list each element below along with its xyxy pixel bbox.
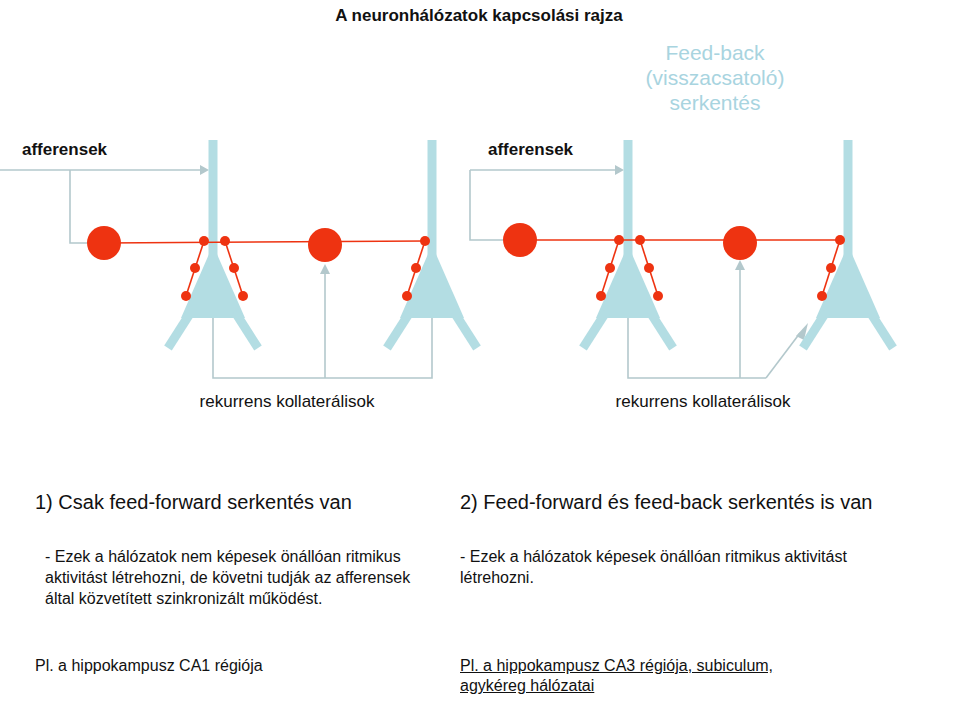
case-description: - Ezek a hálózatok képesek önállóan ritm…: [460, 547, 890, 589]
synapse-heads: [200, 165, 808, 340]
afferent-fiber: [470, 169, 621, 171]
interneuron: [503, 223, 537, 257]
afferent-label: afferensek: [488, 140, 573, 160]
interneuron: [308, 228, 342, 262]
synapse-head: [735, 260, 745, 270]
collateral-to-interneuron: [739, 268, 741, 378]
pyramidal-cell: [387, 140, 477, 348]
interneuron: [87, 226, 121, 260]
collateral-to-interneuron: [324, 272, 326, 378]
fibers: [0, 170, 800, 378]
afferent-fiber: [0, 169, 206, 171]
pyramidal-cell: [168, 140, 258, 348]
case-heading: 2) Feed-forward és feed-back serkentés i…: [460, 490, 872, 514]
feedback-heading: Feed-back (visszacsatoló) serkentés: [625, 40, 805, 116]
case-heading: 1) Csak feed-forward serkentés van: [35, 490, 352, 514]
collateral-label: rekurrens kollaterálisok: [616, 392, 791, 412]
synapse-head: [615, 165, 624, 175]
example-note: Pl. a hippokampusz CA3 régiója, subiculu…: [460, 656, 840, 696]
feedback-collateral: [766, 333, 800, 378]
pyramidal-cell: [583, 140, 673, 348]
pyramidal-cell: [803, 140, 893, 348]
synapse-head: [200, 165, 209, 175]
case-description: - Ezek a hálózatok nem képesek önállóan …: [45, 547, 435, 609]
synapse-head: [320, 264, 330, 274]
afferent-branch: [70, 170, 87, 243]
diagram-title: A neuronhálózatok kapcsolási rajza: [335, 6, 623, 26]
afferent-label: afferensek: [22, 140, 107, 160]
collateral-label: rekurrens kollaterálisok: [200, 392, 375, 412]
example-note: Pl. a hippokampusz CA1 régiója: [35, 656, 263, 675]
afferent-branch: [470, 170, 503, 240]
recurrent-collateral: [628, 318, 766, 378]
interneuron: [723, 226, 757, 260]
inhibitory-synapses: [181, 235, 845, 301]
interneurons: [87, 223, 845, 301]
pyramidal-cells: [168, 140, 893, 348]
